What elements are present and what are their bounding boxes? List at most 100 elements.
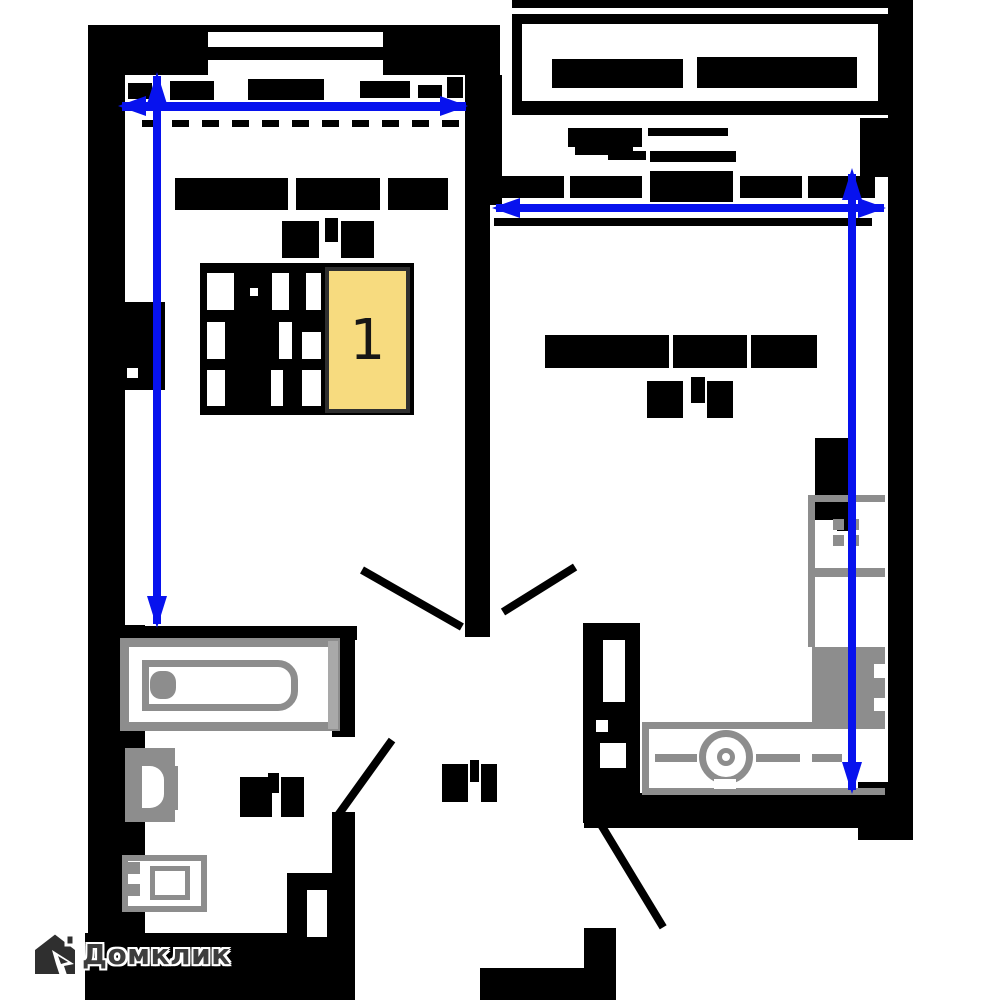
sink-circle-inner [717, 748, 735, 766]
wall-block-kitchen [815, 438, 848, 520]
censored-banner-line [208, 60, 383, 75]
wall-between-rooms [465, 75, 490, 637]
censored-room-area-kitchen [647, 381, 683, 418]
censored-dimension-text [740, 176, 802, 198]
arrowhead-up [147, 72, 167, 104]
wall-block-kitchen [837, 520, 853, 531]
house-cursor-icon [31, 929, 79, 978]
censored-room-area-bathroom [240, 777, 272, 817]
hob-burner [833, 535, 844, 546]
censored-dimension-text [447, 77, 463, 98]
arrowhead-down [147, 596, 167, 628]
sink-notch [714, 779, 736, 789]
legend-text [302, 332, 321, 359]
censored-room-label-living [388, 178, 448, 210]
wall-right [888, 0, 913, 790]
door-swing-bathroom [332, 737, 396, 821]
censored-dimension-text [650, 171, 733, 202]
domclick-logo-text: Домклик [82, 937, 231, 971]
censored-room-label-living [296, 178, 380, 210]
legend-text [271, 370, 283, 406]
toilet-bump [172, 766, 178, 810]
arrowhead-right [440, 96, 468, 116]
legend-text [250, 288, 258, 296]
door-frame-gap [307, 890, 327, 937]
counter-edge [642, 788, 885, 795]
door-frame-gap [596, 720, 608, 732]
legend-text [306, 273, 321, 310]
censored-room-area-living [325, 218, 338, 242]
dim-arrow-right-horizontal [496, 204, 884, 212]
bathtub-tap [150, 671, 176, 699]
censored-room-area-living [341, 221, 374, 258]
door-swing-entry [596, 820, 667, 930]
censored-dimension-text [570, 176, 642, 198]
wall-bottom-left [85, 933, 300, 1000]
censored-title-text [697, 57, 857, 88]
censored-room-label-kitchen [673, 335, 747, 368]
toilet-bowl-interior [142, 766, 164, 808]
censored-text-blob [650, 151, 736, 162]
arrowhead-left [118, 96, 146, 116]
wall-entry-vert [584, 928, 616, 1000]
wall-chunk-right [860, 118, 888, 177]
wall-between-rooms-top [490, 75, 502, 205]
window-wall-left-room [142, 120, 462, 127]
censored-room-label-living [175, 178, 288, 210]
censored-room-area-hall [470, 760, 479, 782]
door-swing-left-room [360, 566, 464, 631]
legend-text [279, 322, 292, 359]
unit-number: 1 [349, 307, 386, 373]
counter-dash [812, 754, 842, 762]
counter-edge [642, 722, 649, 795]
counter-dash [655, 754, 697, 762]
censored-title-text [552, 59, 683, 88]
hob-burner [833, 519, 844, 530]
arrowhead-left [492, 198, 520, 218]
arrowhead-up [842, 168, 862, 200]
wall-bathroom-right-stub [332, 812, 355, 873]
censored-dimension-text [500, 176, 564, 198]
dim-arrow-left-vertical [153, 76, 161, 624]
dim-arrow-right-vertical [848, 174, 856, 790]
censored-room-label-kitchen [751, 335, 817, 368]
censored-dimension-text [170, 81, 214, 100]
arrowhead-right [858, 198, 886, 218]
censored-banner-line [208, 32, 383, 47]
legend-text [302, 370, 321, 406]
sink-unit-notch [874, 698, 885, 711]
dim-arrow-left-horizontal [122, 102, 466, 111]
top-edge-bar [512, 0, 888, 8]
door-frame-gap [603, 640, 625, 702]
bathtub-end-strip [328, 641, 338, 729]
domclick-watermark: Домклик [28, 928, 231, 980]
censored-room-area-kitchen [707, 381, 733, 418]
door-swing-kitchen [500, 563, 578, 616]
washing-machine-knob [128, 862, 140, 874]
censored-room-area-hall [481, 764, 497, 802]
wall-kitchen-top [494, 218, 872, 226]
censored-room-area-bathroom [281, 777, 304, 817]
counter-divider [808, 568, 885, 577]
unit-number-badge: 1 [325, 267, 410, 413]
wall-notch [127, 368, 138, 378]
censored-dimension-text [418, 85, 442, 98]
censored-dimension-text [128, 83, 152, 99]
censored-room-area-living [282, 221, 319, 258]
legend-text [207, 370, 225, 406]
censored-dimension-text [360, 81, 410, 98]
counter-dash [756, 754, 800, 762]
legend-text [207, 273, 234, 310]
legend-text [207, 322, 225, 359]
door-frame-gap [600, 743, 626, 768]
arrowhead-down [842, 762, 862, 794]
censored-dimension-text [248, 79, 324, 100]
wall-bathroom-top [88, 626, 357, 640]
wall-left [88, 75, 125, 640]
censored-room-area-hall [442, 764, 468, 802]
censored-room-area-kitchen [691, 377, 705, 403]
censored-text-blob [648, 128, 728, 136]
censored-text-blob [608, 151, 646, 160]
counter-edge [808, 495, 885, 502]
counter-edge [642, 722, 885, 729]
